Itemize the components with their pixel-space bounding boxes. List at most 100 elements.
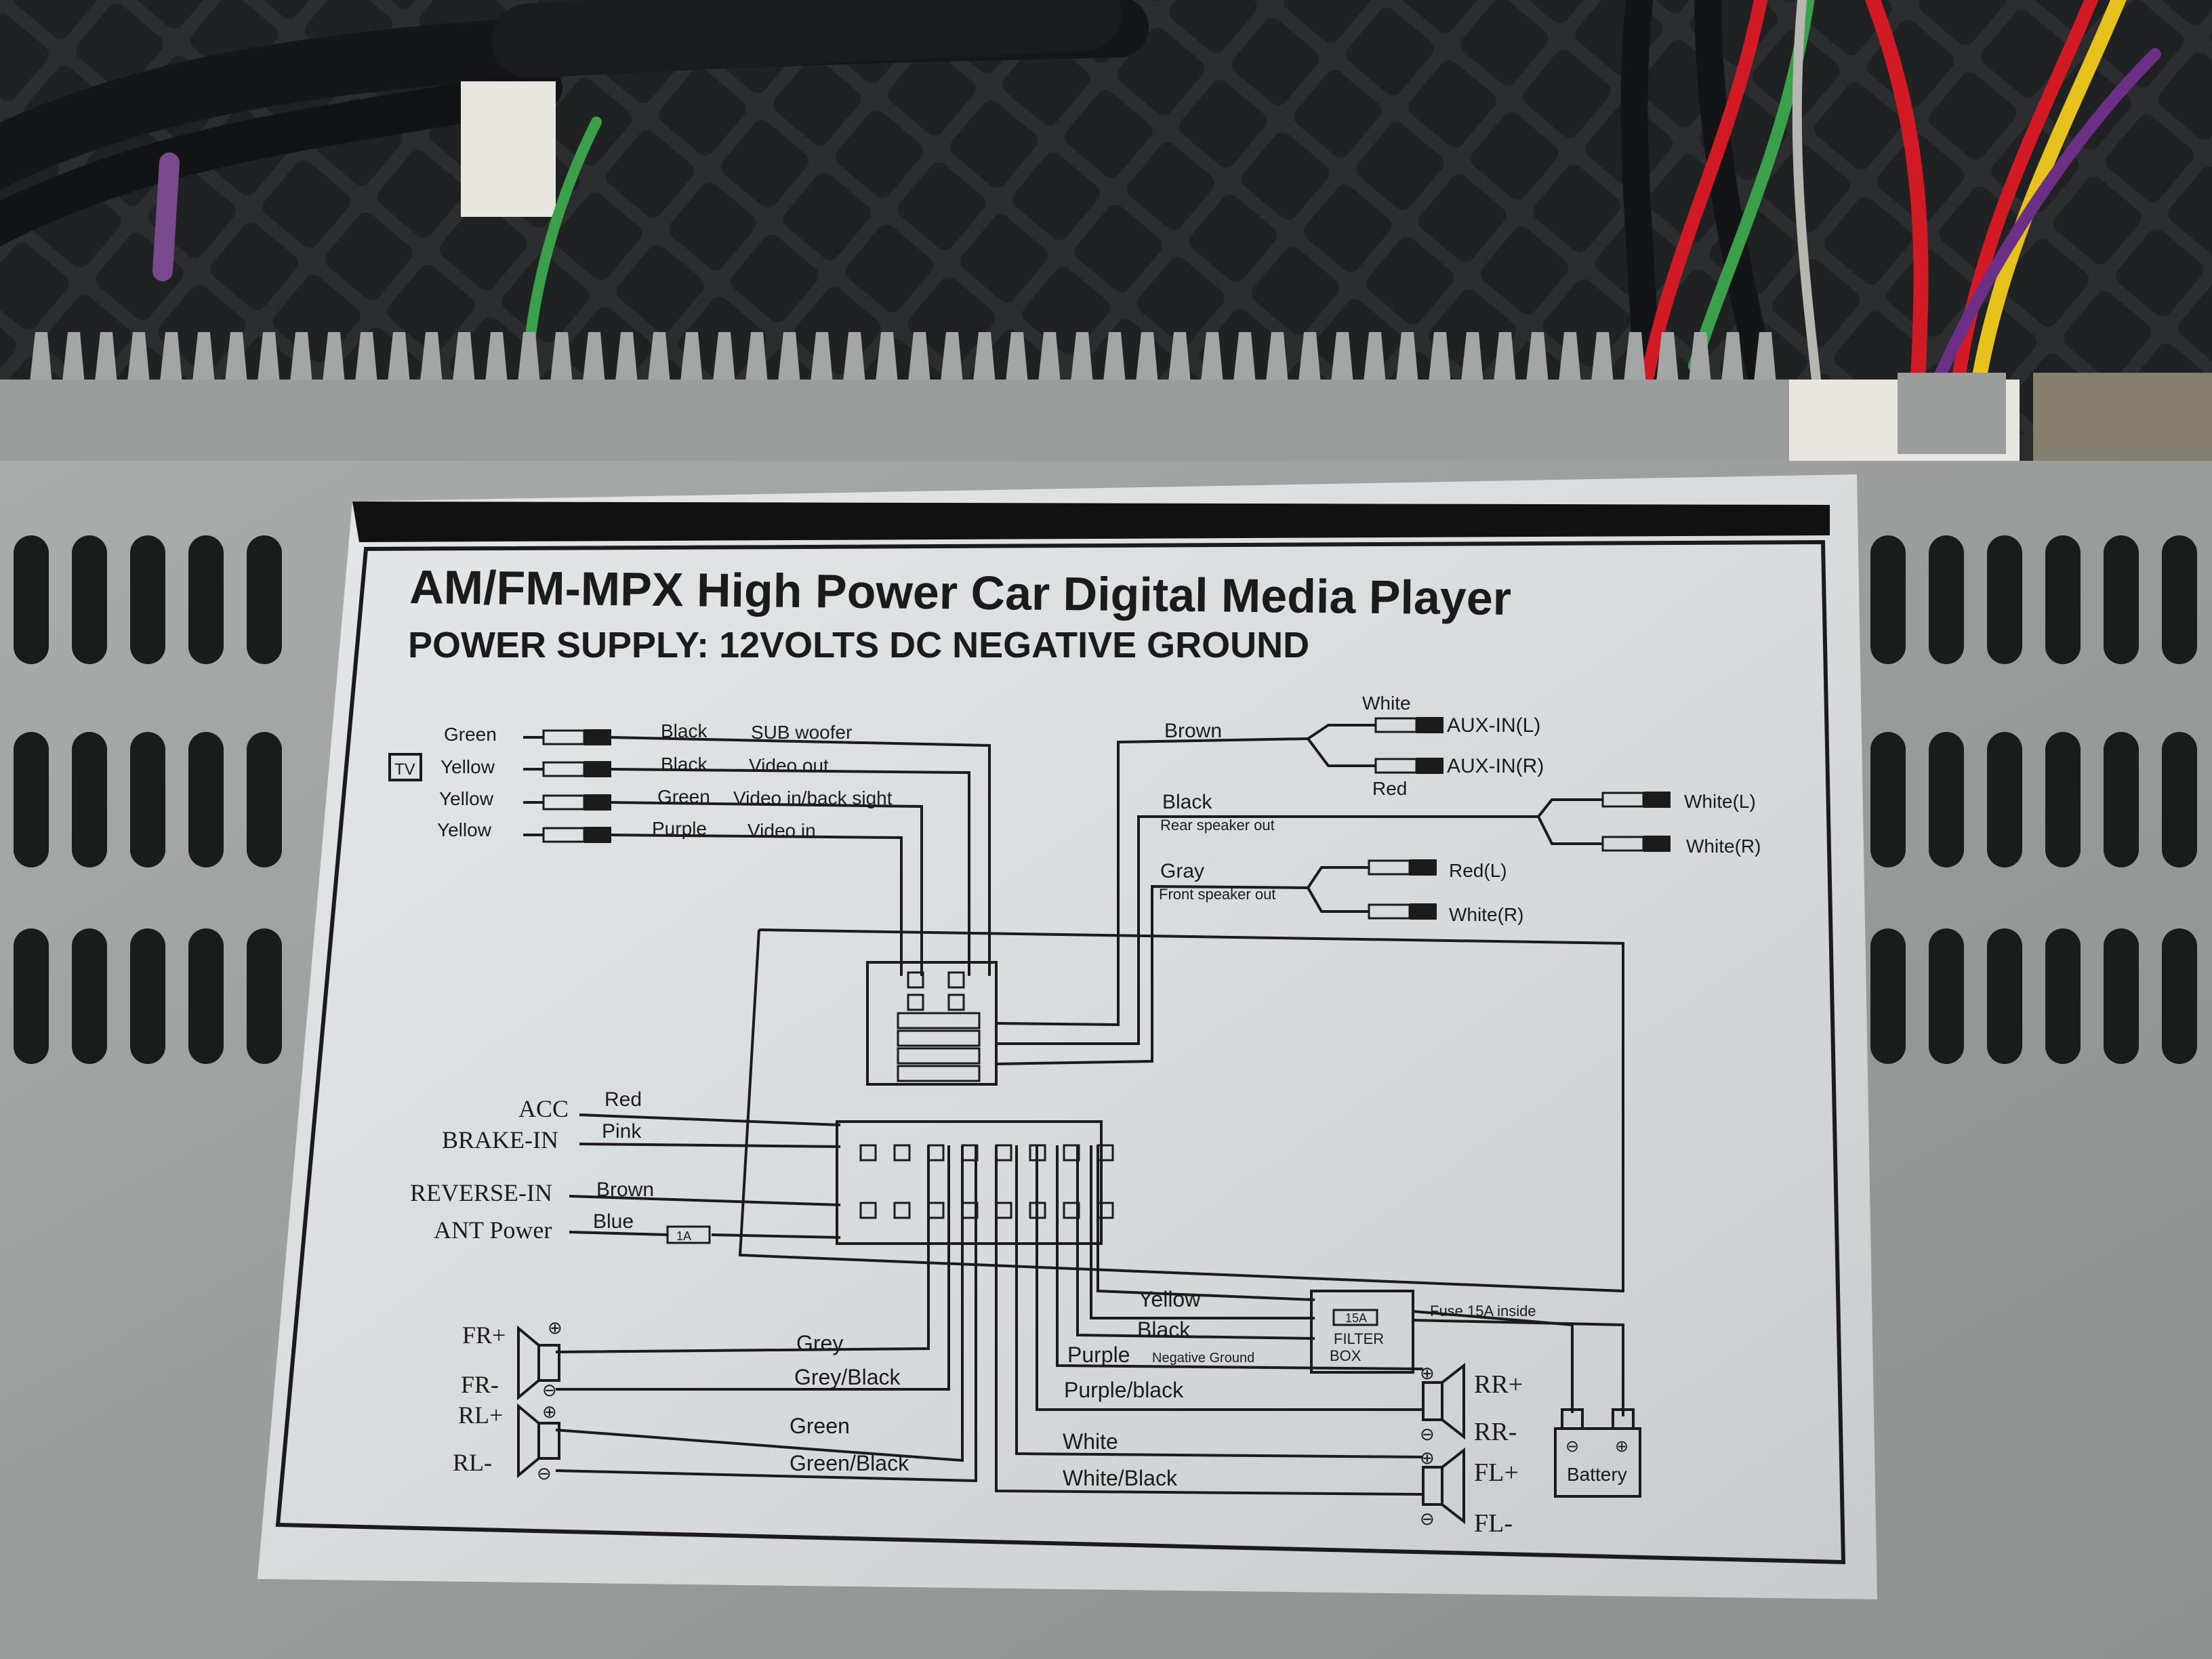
filter-line1: FILTER: [1334, 1330, 1384, 1347]
pin: [893, 1202, 911, 1219]
fl-minus-sym: ⊖: [1420, 1509, 1435, 1529]
rl-plus-sym: ⊕: [542, 1401, 557, 1422]
fr-plus: FR+: [462, 1322, 506, 1349]
pin: [961, 1202, 979, 1219]
front-wire: Gray: [1160, 860, 1204, 882]
vent-slots: [14, 535, 2197, 1064]
rca-3-color: Yellow: [439, 788, 494, 809]
rr-plus: RR+: [1474, 1370, 1523, 1399]
rca-4-color: Yellow: [437, 819, 492, 840]
spec-label: [258, 474, 1877, 1599]
vent-slot: [2104, 535, 2139, 664]
pin: [859, 1144, 877, 1162]
rca-2-function: Video out: [749, 755, 829, 776]
fl-minus: FL-: [1474, 1509, 1513, 1538]
rca-plug-icon: [1355, 717, 1443, 733]
fuse-15a-box: [1332, 1309, 1378, 1326]
battery-label: Battery: [1567, 1464, 1627, 1485]
pin: [927, 1202, 945, 1219]
pin: [995, 1144, 1012, 1162]
pin: [907, 994, 924, 1011]
vent-slot: [188, 732, 224, 867]
rr-minus-sym: ⊖: [1420, 1424, 1435, 1444]
speaker-rl-icon: [517, 1403, 560, 1479]
fr-plus-sym: ⊕: [548, 1317, 562, 1338]
purple-wire: Purple: [1067, 1343, 1130, 1367]
vent-slot: [72, 535, 107, 664]
acc-label: ACC: [518, 1095, 569, 1122]
brake-wire: Pink: [602, 1120, 642, 1143]
vent-slot: [1929, 928, 1964, 1064]
vent-slot: [1929, 535, 1964, 664]
connector-pins: [859, 971, 1114, 1219]
vent-slot: [2045, 928, 2081, 1064]
front-desc: Front speaker out: [1159, 886, 1275, 903]
pin: [1029, 1144, 1046, 1162]
speaker-rr-icon: [1422, 1362, 1465, 1440]
rl-minus: RL-: [453, 1449, 492, 1476]
pin: [893, 1144, 911, 1162]
rr-plus-sym: ⊕: [1420, 1363, 1435, 1383]
vent-slot: [247, 535, 282, 664]
fuse-1a-label: 1A: [676, 1229, 691, 1243]
vent-slot: [1987, 732, 2022, 867]
rca-3-function: Video in/back sight: [733, 787, 893, 808]
label-subtitle: POWER SUPPLY: 12VOLTS DC NEGATIVE GROUND: [408, 625, 1309, 665]
vent-slot: [1870, 732, 1906, 867]
vent-slot: [1870, 535, 1906, 664]
pin: [1063, 1144, 1080, 1162]
rr-wire-plus: Purple/black: [1064, 1378, 1184, 1402]
fuse-15a-label: 15A: [1345, 1311, 1367, 1325]
rca-plug-icon: [1582, 792, 1671, 808]
vent-slot: [1929, 732, 1964, 867]
fuse-1a-box: [666, 1225, 711, 1244]
fr-minus: FR-: [461, 1371, 499, 1398]
rca-2-color: Yellow: [441, 756, 495, 777]
rca-3-wire: Green: [657, 786, 710, 807]
aux-left: AUX-IN(L): [1447, 714, 1540, 737]
pin-row: [897, 1029, 981, 1047]
rca-4-function: Video in: [747, 820, 816, 841]
rear-wire: Black: [1162, 791, 1212, 813]
vent-slot: [2162, 928, 2197, 1064]
pin: [1097, 1202, 1114, 1219]
vent-slot: [14, 732, 49, 867]
rear-left: White(L): [1684, 791, 1756, 812]
pin-row: [897, 1012, 981, 1029]
rca-1-color: Green: [444, 724, 497, 745]
vent-slot: [14, 535, 49, 664]
ant-wire: Blue: [593, 1210, 634, 1233]
vent-slot: [188, 928, 224, 1064]
vent-slot: [2162, 535, 2197, 664]
fl-wire-minus: White/Black: [1063, 1466, 1178, 1490]
ant-label: ANT Power: [434, 1216, 552, 1244]
battery-minus-sym: ⊖: [1565, 1437, 1579, 1456]
vent-slot: [2162, 732, 2197, 867]
rca-plug-icon: [1349, 903, 1437, 920]
fr-wire-plus: Grey: [796, 1331, 843, 1355]
rca-4-wire: Purple: [652, 818, 707, 839]
speaker-fl-icon: [1422, 1447, 1465, 1525]
label-title: AM/FM-MPX High Power Car Digital Media P…: [409, 560, 1512, 625]
vent-slot: [72, 732, 107, 867]
pin: [947, 971, 965, 989]
vent-slot: [72, 928, 107, 1064]
pin: [947, 994, 965, 1011]
vent-slot: [247, 928, 282, 1064]
pin-row: [897, 1047, 981, 1065]
yellow-wire: Yellow: [1139, 1287, 1201, 1311]
vent-slot: [188, 535, 224, 664]
reverse-label: REVERSE-IN: [410, 1179, 552, 1206]
black-wire: Black: [1137, 1317, 1191, 1342]
rca-1-wire: Black: [661, 720, 708, 741]
rca-plug-icon: [523, 729, 611, 745]
rca-2-wire: Black: [661, 754, 708, 775]
pin: [927, 1144, 945, 1162]
vent-slot: [14, 928, 49, 1064]
vent-slot: [2104, 732, 2139, 867]
rca-plug-icon: [523, 827, 611, 843]
tv-box: [388, 753, 422, 781]
pin: [995, 1202, 1012, 1219]
fl-wire-plus: White: [1063, 1429, 1118, 1454]
